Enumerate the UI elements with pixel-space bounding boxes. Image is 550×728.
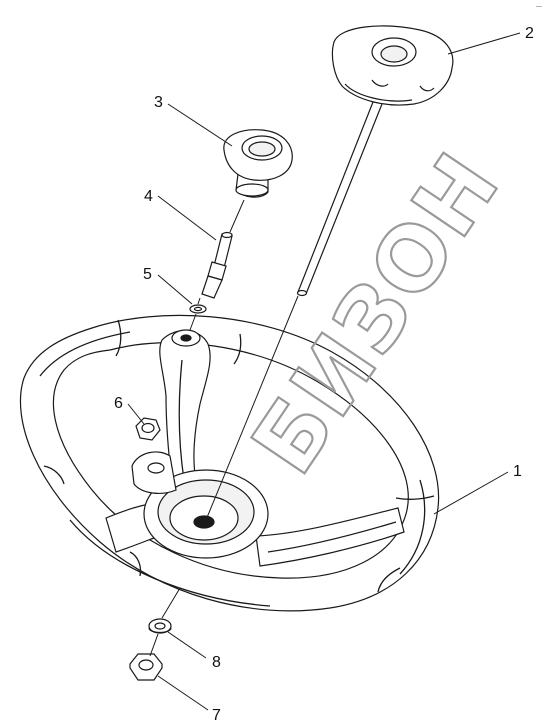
- callout-4: 4: [144, 188, 153, 205]
- part-8-washer: [148, 618, 172, 634]
- callout-3: 3: [154, 94, 163, 111]
- callout-8: 8: [212, 654, 221, 671]
- assembly-axis-lines: [149, 199, 299, 657]
- callout-6: 6: [114, 395, 123, 412]
- part-2-knob-with-rod: [296, 25, 454, 297]
- callout-7: 7: [212, 707, 221, 724]
- part-3-cap: [223, 129, 293, 198]
- callout-5: 5: [143, 266, 152, 283]
- part-7-nut: [129, 653, 163, 681]
- part-6-nut: [135, 417, 161, 441]
- callout-leaders: [127, 32, 521, 711]
- callout-1: 1: [513, 463, 522, 480]
- corner-mark: —: [536, 4, 542, 10]
- callout-2: 2: [525, 25, 534, 42]
- part-5-washer: [189, 304, 207, 314]
- part-4-pin: [201, 231, 233, 299]
